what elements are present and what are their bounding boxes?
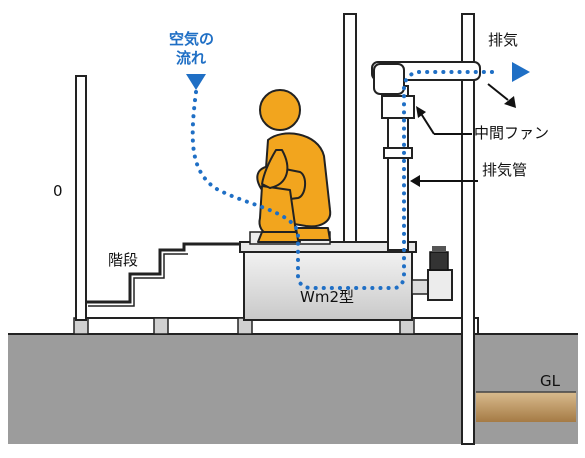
- inline-fan-pointer-head: [416, 106, 426, 118]
- person-figure: [256, 89, 332, 243]
- person-foot-back: [295, 227, 331, 241]
- unit-model-label: Wm2型: [300, 288, 354, 306]
- ground-level-label: GL: [540, 372, 561, 390]
- door-frame: [75, 75, 87, 321]
- pipe-joint: [383, 147, 413, 159]
- soil-layer: [476, 392, 576, 422]
- motor-cap: [432, 246, 446, 252]
- airflow-inlet-arrow: [186, 74, 206, 90]
- stairs-label: 階段: [108, 251, 138, 269]
- airflow-path: [190, 70, 494, 290]
- exhaust-label: 排気: [488, 31, 518, 49]
- airflow-label-line1: 空気の: [169, 30, 214, 48]
- exhaust-down-arrow-shaft: [487, 83, 509, 101]
- base-post-2: [153, 317, 169, 335]
- stairs: [86, 242, 246, 304]
- stairs-inner: [88, 253, 188, 307]
- inline-fan: [381, 95, 415, 119]
- ground: [8, 334, 578, 444]
- airflow-label-line2: 流れ: [176, 49, 206, 67]
- person-foot-front: [257, 231, 301, 243]
- person-arm: [261, 149, 289, 189]
- motor-top: [429, 251, 449, 271]
- center-wall: [343, 13, 357, 247]
- motor-body: [427, 269, 453, 301]
- door-handle: 0: [53, 182, 63, 200]
- exhaust-down-arrow-head: [504, 96, 516, 108]
- exhaust-pipe-label: 排気管: [482, 161, 527, 179]
- motor-pipe: [411, 279, 429, 295]
- airflow-exhaust-arrow: [512, 62, 530, 82]
- person-shin: [258, 185, 297, 235]
- exhaust-pipe-pointer-head: [410, 175, 420, 187]
- inline-fan-pointer-diag: [419, 111, 435, 135]
- exhaust-elbow: [373, 63, 405, 95]
- right-wall: [461, 13, 475, 445]
- person-head: [259, 89, 301, 131]
- inline-fan-label: 中間ファン: [474, 124, 549, 142]
- toilet-tank: [243, 247, 413, 321]
